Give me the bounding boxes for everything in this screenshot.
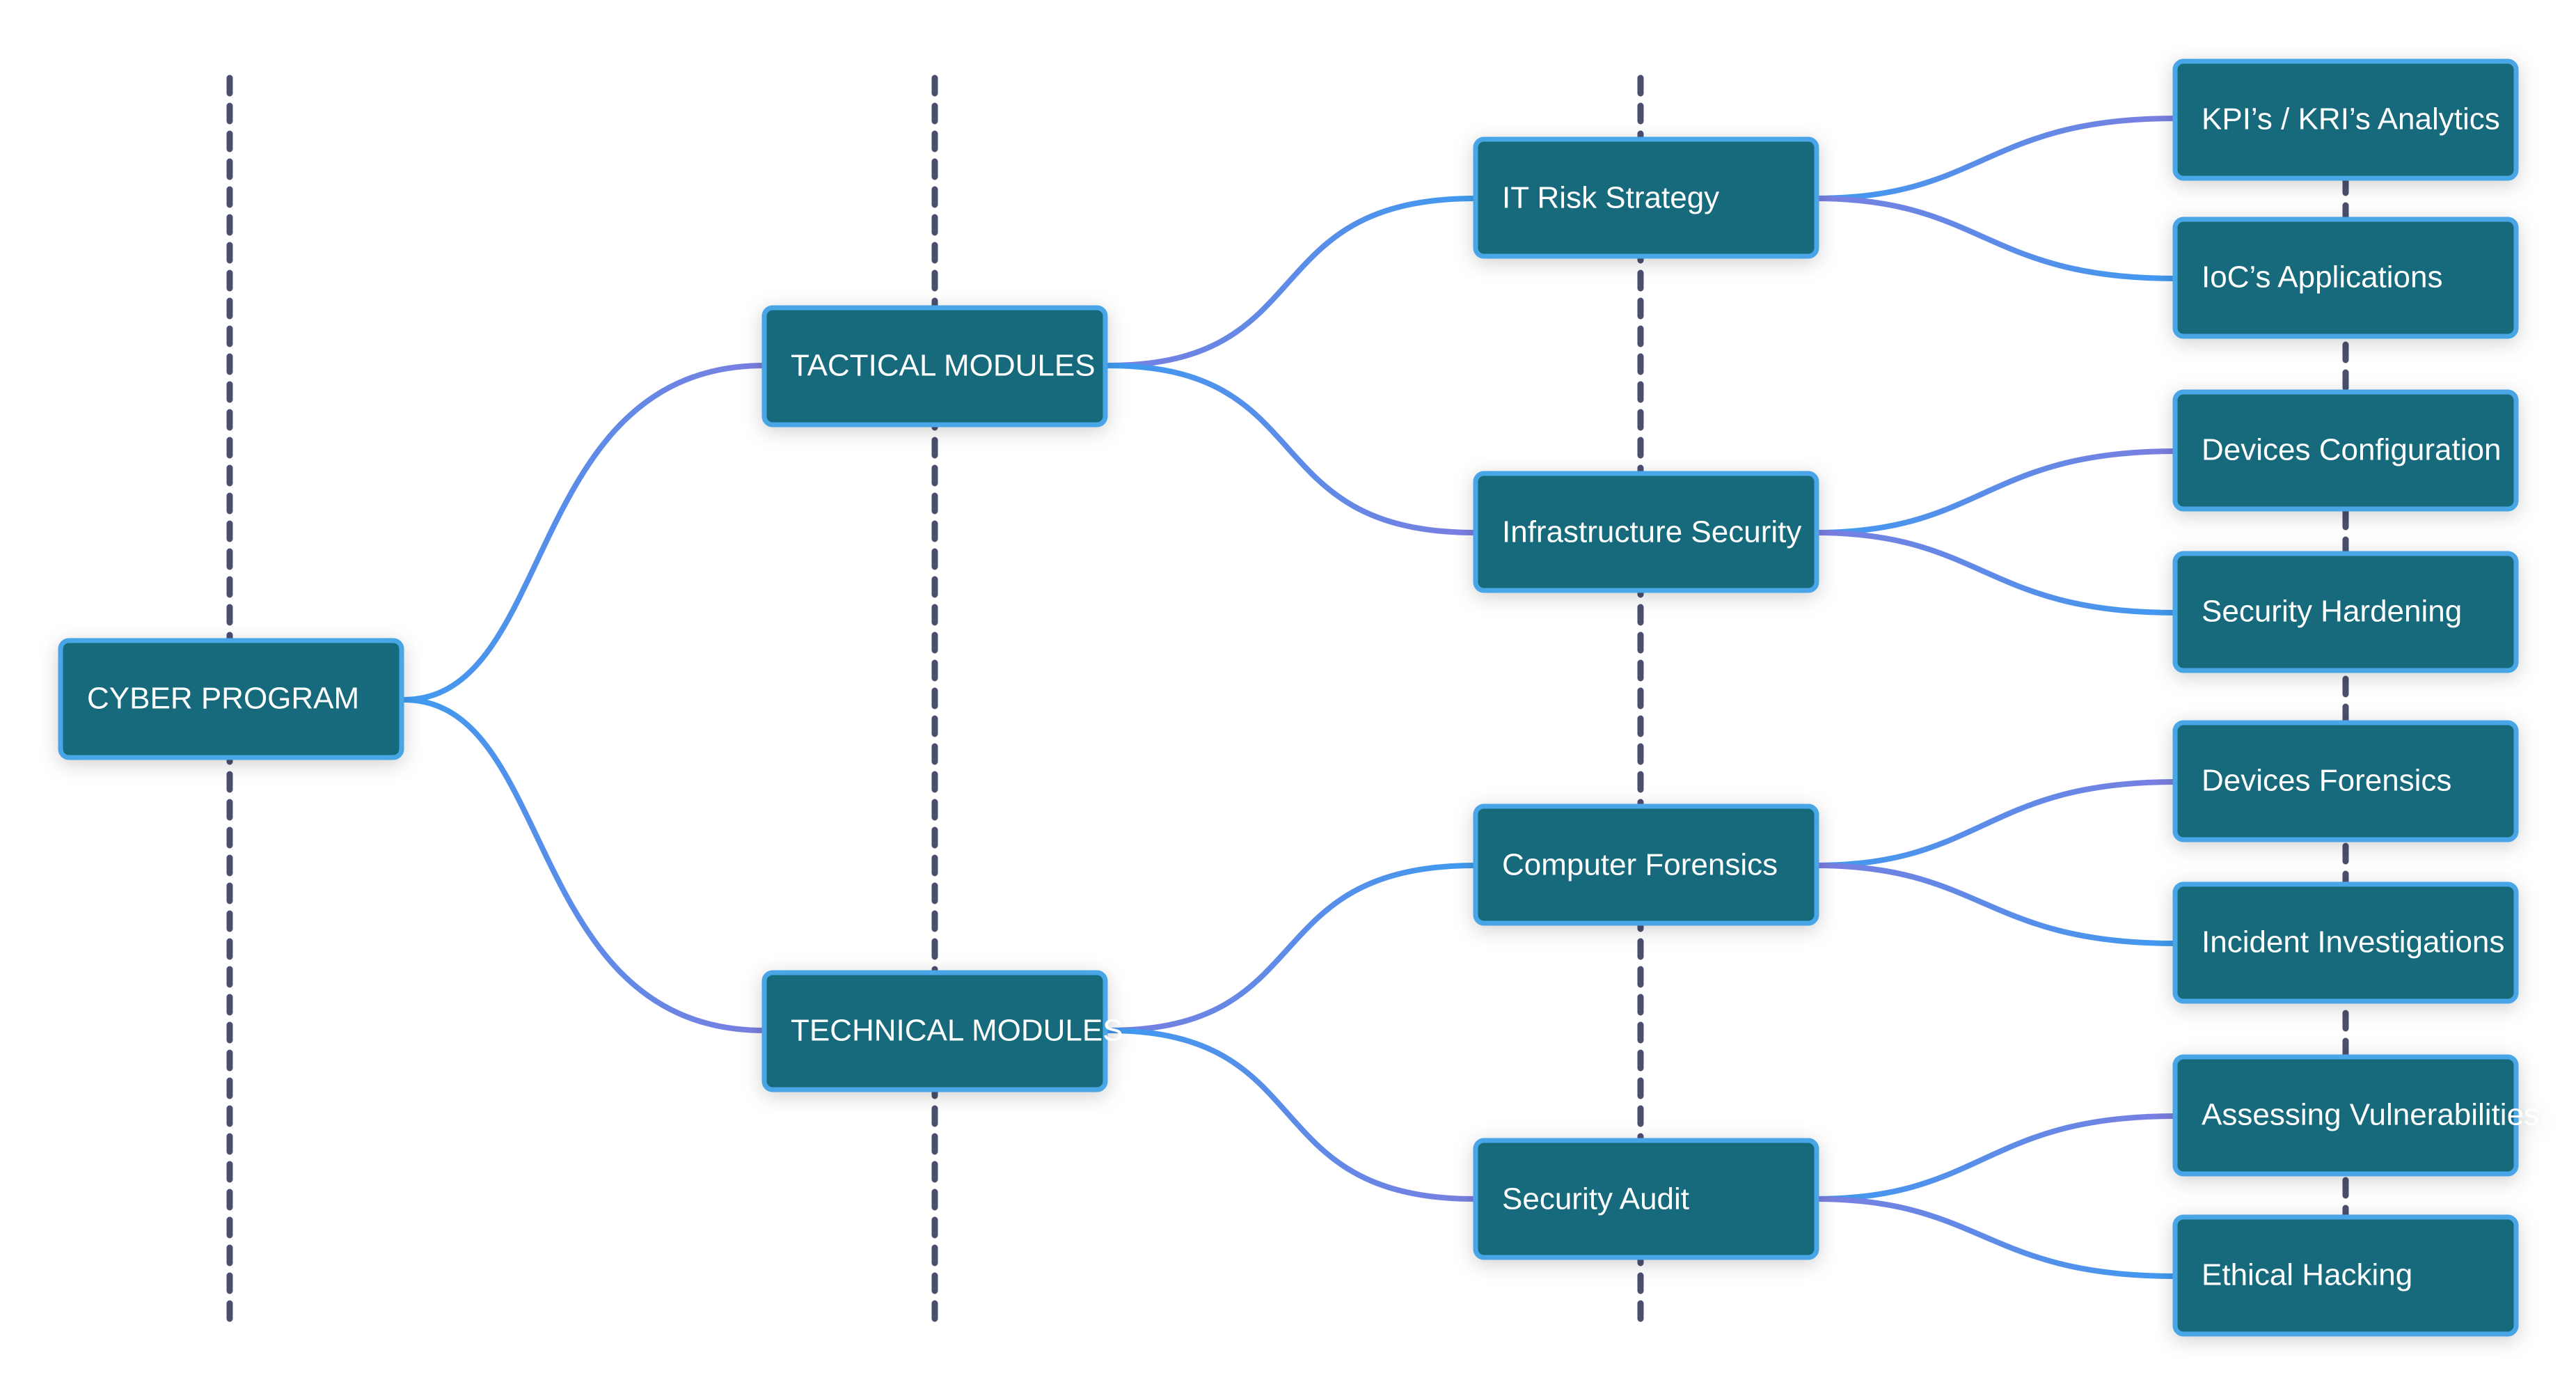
link-it-risk-ioc: [1812, 196, 2178, 281]
node-tactical-modules-label: TACTICAL MODULES: [791, 349, 1096, 383]
node-infrastructure-security-box: [1473, 471, 1819, 593]
link-tactical-it-risk: [1105, 196, 1478, 368]
node-security-audit-label: Security Audit: [1502, 1182, 1689, 1216]
node-technical-modules-box: [761, 970, 1108, 1092]
node-security-hardening-label: Security Hardening: [2202, 595, 2462, 629]
node-ethical-hacking[interactable]: Ethical Hacking: [2172, 1214, 2519, 1337]
link-forensics-devices-forensics: [1812, 779, 2178, 868]
node-devices-forensics-label: Devices Forensics: [2202, 764, 2451, 798]
node-kpi-kri-analytics-label: KPI’s / KRI’s Analytics: [2202, 102, 2500, 136]
node-it-risk-strategy[interactable]: IT Risk Strategy: [1473, 136, 1819, 259]
node-assessing-vulnerabilities-box: [2172, 1054, 2519, 1177]
node-iocs-applications-box: [2172, 217, 2519, 339]
node-iocs-applications[interactable]: IoC’s Applications: [2172, 217, 2519, 339]
node-computer-forensics-label: Computer Forensics: [1502, 848, 1778, 882]
node-tactical-modules-box: [761, 305, 1108, 428]
node-incident-investigations-box: [2172, 881, 2519, 1004]
node-devices-configuration[interactable]: Devices Configuration: [2172, 389, 2519, 512]
link-technical-forensics: [1105, 863, 1478, 1033]
node-technical-modules[interactable]: TECHNICAL MODULES: [761, 970, 1123, 1092]
link-root-tactical: [401, 363, 767, 703]
node-devices-forensics[interactable]: Devices Forensics: [2172, 720, 2519, 842]
node-cyber-program-box: [58, 638, 404, 760]
node-ethical-hacking-box: [2172, 1214, 2519, 1337]
node-infrastructure-security[interactable]: Infrastructure Security: [1473, 471, 1819, 593]
node-security-hardening[interactable]: Security Hardening: [2172, 551, 2519, 673]
link-tactical-infrastructure: [1105, 363, 1478, 535]
node-cyber-program[interactable]: CYBER PROGRAM: [58, 638, 404, 760]
node-computer-forensics-box: [1473, 803, 1819, 926]
node-cyber-program-label: CYBER PROGRAM: [87, 682, 359, 716]
link-infra-devices-config: [1812, 448, 2178, 535]
node-devices-forensics-box: [2172, 720, 2519, 842]
node-infrastructure-security-label: Infrastructure Security: [1502, 515, 1801, 549]
guide-lines: [226, 74, 2349, 1323]
link-audit-vulnerabilities: [1812, 1113, 2178, 1202]
node-incident-investigations-label: Incident Investigations: [2202, 925, 2504, 959]
node-security-audit[interactable]: Security Audit: [1473, 1138, 1819, 1260]
node-incident-investigations[interactable]: Incident Investigations: [2172, 881, 2519, 1004]
link-forensics-incident: [1812, 863, 2178, 946]
node-security-audit-box: [1473, 1138, 1819, 1260]
node-kpi-kri-analytics-box: [2172, 58, 2519, 181]
node-it-risk-strategy-label: IT Risk Strategy: [1502, 181, 1719, 215]
node-iocs-applications-label: IoC’s Applications: [2202, 260, 2443, 295]
nodes: CYBER PROGRAM TACTICAL MODULES TECHNICAL…: [58, 58, 2539, 1337]
link-technical-audit: [1105, 1028, 1478, 1202]
connectors: [401, 116, 2178, 1279]
node-assessing-vulnerabilities-label: Assessing Vulnerabilities: [2202, 1098, 2539, 1132]
node-security-hardening-box: [2172, 551, 2519, 673]
link-infra-hardening: [1812, 530, 2178, 615]
node-it-risk-strategy-box: [1473, 136, 1819, 259]
node-kpi-kri-analytics[interactable]: KPI’s / KRI’s Analytics: [2172, 58, 2519, 181]
node-tactical-modules[interactable]: TACTICAL MODULES: [761, 305, 1108, 428]
link-audit-ethical-hacking: [1812, 1196, 2178, 1279]
node-technical-modules-label: TECHNICAL MODULES: [791, 1014, 1123, 1048]
link-root-technical: [401, 697, 767, 1033]
node-computer-forensics[interactable]: Computer Forensics: [1473, 803, 1819, 926]
node-devices-configuration-box: [2172, 389, 2519, 512]
node-devices-configuration-label: Devices Configuration: [2202, 433, 2501, 467]
node-ethical-hacking-label: Ethical Hacking: [2202, 1258, 2412, 1292]
node-assessing-vulnerabilities[interactable]: Assessing Vulnerabilities: [2172, 1054, 2539, 1177]
link-it-risk-kpi: [1812, 116, 2178, 201]
